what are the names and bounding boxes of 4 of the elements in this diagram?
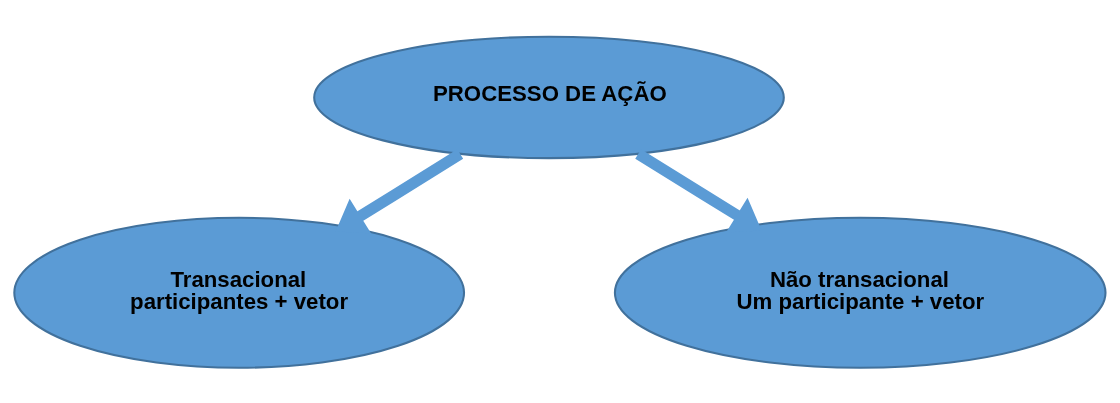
node-ellipse: Transacional participantes + vetor bbox=[13, 216, 466, 369]
arrow bbox=[635, 148, 762, 232]
node-ellipse: PROCESSO DE AÇÃO bbox=[313, 35, 785, 159]
node-ellipse: Não transacional Um participante + vetor bbox=[613, 216, 1107, 369]
